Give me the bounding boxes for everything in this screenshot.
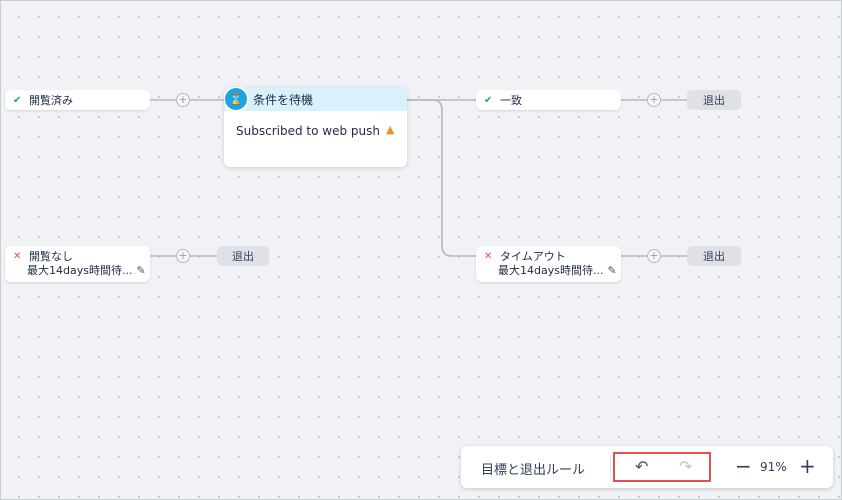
branch-timeout-label: タイムアウト [500,250,566,263]
toolbar-divider [610,456,611,478]
wait-condition-title: 条件を待機 [253,92,314,107]
history-controls-highlight: ↶ ↷ [613,452,711,482]
add-step-button[interactable]: + [176,249,190,263]
edit-pencil-icon[interactable]: ✎ [136,263,146,277]
wait-condition-card[interactable]: ⌛ 条件を待機 Subscribed to web push ▲ [224,87,407,167]
branch-timeout-wait: 最大14days時間待... [498,264,604,277]
branch-not-opened-wait: 最大14days時間待... [27,264,133,277]
add-step-button[interactable]: + [647,249,661,263]
undo-icon[interactable]: ↶ [635,457,649,476]
exit-node[interactable]: 退出 [687,246,741,266]
redo-icon[interactable]: ↷ [679,457,693,476]
branch-not-opened[interactable]: ✕ 開覧なし 最大14days時間待... ✎ [5,246,150,282]
canvas-toolbar: 目標と退出ルール ↶ ↷ − 91% + [461,446,833,488]
branch-opened[interactable]: ✔ 開覧済み [5,90,150,110]
check-icon: ✔ [13,94,22,106]
exit-node[interactable]: 退出 [687,90,741,110]
zoom-out-button[interactable]: − [735,454,752,478]
add-step-button[interactable]: + [176,93,190,107]
branch-opened-label: 開覧済み [29,94,73,107]
wait-condition-text: Subscribed to web push [236,124,380,138]
connector-wait-timeout [407,99,476,257]
edit-pencil-icon[interactable]: ✎ [607,263,617,277]
goals-exit-rules-button[interactable]: 目標と退出ルール [481,463,586,478]
cross-icon: ✕ [484,250,493,262]
zoom-in-button[interactable]: + [799,454,816,478]
zoom-level: 91% [760,460,787,474]
wait-condition-header: ⌛ 条件を待機 [224,87,407,111]
branch-match[interactable]: ✔ 一致 [476,90,621,110]
warning-icon: ▲ [385,122,395,136]
exit-node[interactable]: 退出 [217,246,269,266]
cross-icon: ✕ [13,250,22,262]
add-step-button[interactable]: + [647,93,661,107]
branch-not-opened-label: 開覧なし [29,250,73,263]
branch-timeout[interactable]: ✕ タイムアウト 最大14days時間待... ✎ [476,246,621,282]
hourglass-icon: ⌛ [225,88,247,110]
branch-match-label: 一致 [500,94,522,107]
check-icon: ✔ [484,94,493,106]
